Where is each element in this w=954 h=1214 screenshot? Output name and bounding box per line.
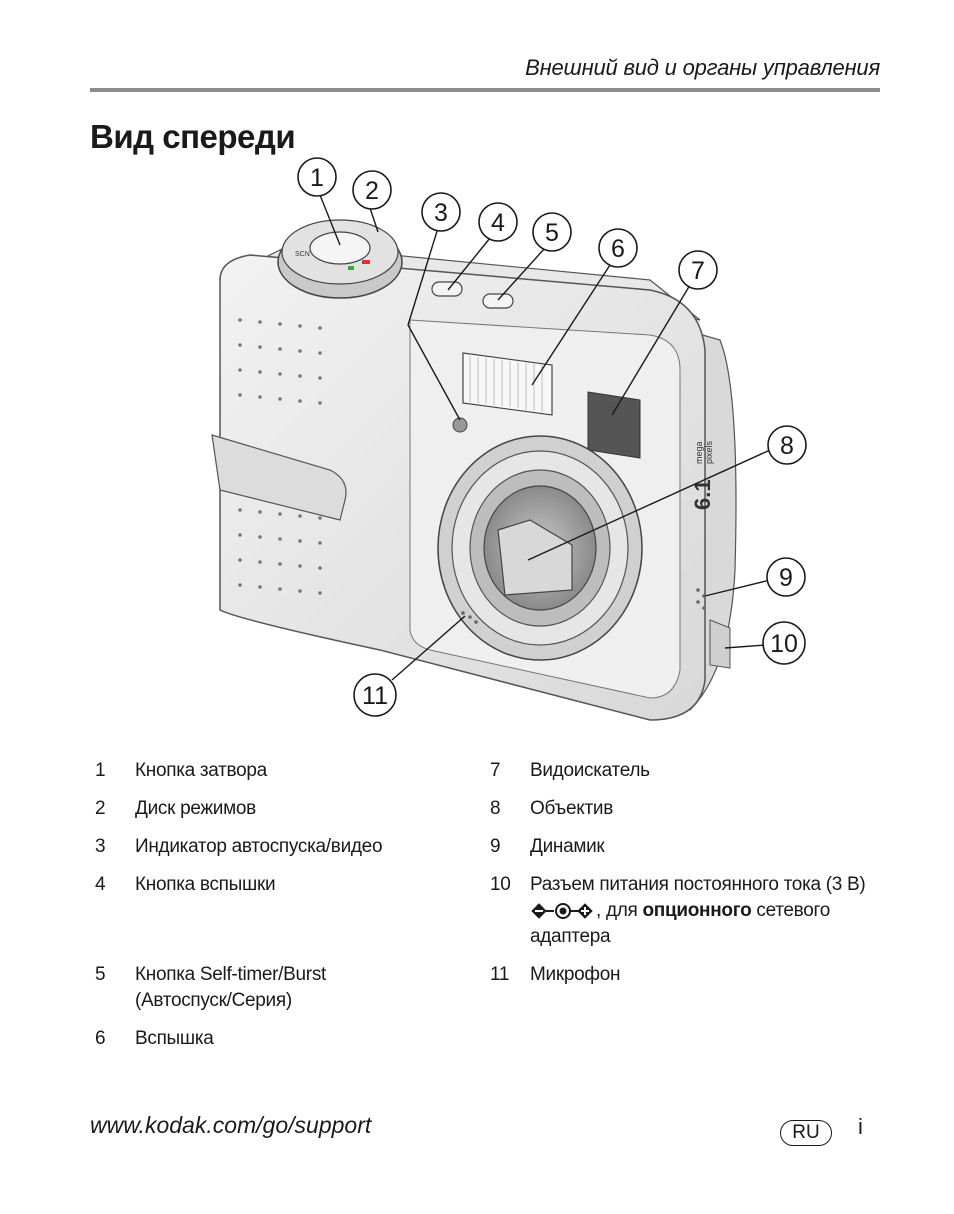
- legend-text: Диск режимов: [135, 798, 256, 819]
- legend-number: 11: [490, 964, 510, 985]
- legend-item: 3 Индикатор автоспуска/видео: [95, 834, 475, 860]
- legend-number: 7: [490, 760, 501, 781]
- pixels-mark: pixels: [704, 440, 714, 464]
- language-badge: RU: [780, 1120, 832, 1146]
- running-header: Внешний вид и органы управления: [525, 55, 880, 80]
- page-title: Вид спереди: [90, 118, 296, 155]
- mega-mark: mega: [694, 441, 704, 464]
- legend-item: 10 Разъем питания постоянного тока (3 В): [490, 872, 890, 950]
- legend-text-fragment: , для: [596, 900, 643, 921]
- legend-text: Микрофон: [530, 964, 621, 985]
- legend-item: 8 Объектив: [490, 796, 890, 822]
- legend-right: 7 Видоискатель 8 Объектив 9 Динамик 10 Р…: [490, 758, 890, 988]
- callout-3: 3: [434, 199, 448, 227]
- legend-number: 9: [490, 836, 501, 857]
- legend-text: Индикатор автоспуска/видео: [135, 836, 383, 857]
- legend-item: 7 Видоискатель: [490, 758, 890, 784]
- legend-text-line: Кнопка Self-timer/Burst: [135, 964, 327, 985]
- legend-number: 3: [95, 836, 106, 857]
- legend-number: 1: [95, 760, 106, 781]
- header-rule: [90, 88, 880, 92]
- legend-text: Разъем питания постоянного тока (3 В) , …: [530, 872, 890, 950]
- legend-item: 4 Кнопка вспышки: [95, 872, 475, 898]
- legend-text-emphasis: опционного: [642, 900, 752, 921]
- callout-9: 9: [779, 564, 793, 592]
- legend-item: 6 Вспышка: [95, 1026, 475, 1052]
- legend-number: 5: [95, 964, 106, 985]
- legend-text: Динамик: [530, 836, 605, 857]
- legend-item: 5 Кнопка Self-timer/Burst (Автоспуск/Сер…: [95, 962, 475, 1014]
- legend-text: Кнопка вспышки: [135, 874, 276, 895]
- callout-6: 6: [611, 235, 625, 263]
- legend-item: 9 Динамик: [490, 834, 890, 860]
- page-number: i: [858, 1114, 863, 1139]
- legend-text: Объектив: [530, 798, 614, 819]
- legend-number: 4: [95, 874, 106, 895]
- callout-7: 7: [691, 257, 705, 285]
- legend-item: 1 Кнопка затвора: [95, 758, 475, 784]
- legend-number: 6: [95, 1028, 106, 1049]
- legend-text: Вспышка: [135, 1028, 214, 1049]
- legend-text: Кнопка Self-timer/Burst (Автоспуск/Серия…: [135, 962, 475, 1014]
- legend-item: 2 Диск режимов: [95, 796, 475, 822]
- dial-scn-label: SCN: [295, 251, 310, 258]
- legend-number: 8: [490, 798, 501, 819]
- dc-polarity-icon: [531, 902, 593, 919]
- callout-1: 1: [310, 164, 324, 192]
- legend-text-line: Разъем питания постоянного тока (3 В): [530, 874, 866, 895]
- callout-4: 4: [491, 209, 505, 237]
- callout-2: 2: [365, 177, 379, 205]
- legend-text-line: адаптера: [530, 926, 611, 947]
- legend-text: Кнопка затвора: [135, 760, 267, 781]
- legend-left: 1 Кнопка затвора 2 Диск режимов 3 Индика…: [95, 758, 475, 1052]
- legend-item: 11 Микрофон: [490, 962, 890, 988]
- support-url[interactable]: www.kodak.com/go/support: [90, 1112, 372, 1138]
- callout-5: 5: [545, 219, 559, 247]
- legend-number: 2: [95, 798, 106, 819]
- legend-text-fragment: сетевого: [751, 900, 830, 921]
- legend-text-line: (Автоспуск/Серия): [135, 990, 292, 1011]
- callout-10: 10: [770, 630, 798, 658]
- legend-text: Видоискатель: [530, 760, 650, 781]
- callout-11: 11: [362, 682, 388, 710]
- legend-number: 10: [490, 874, 511, 895]
- camera-front-illustration: SCN 6.1 mega pixels: [211, 157, 807, 721]
- callout-8: 8: [780, 432, 794, 460]
